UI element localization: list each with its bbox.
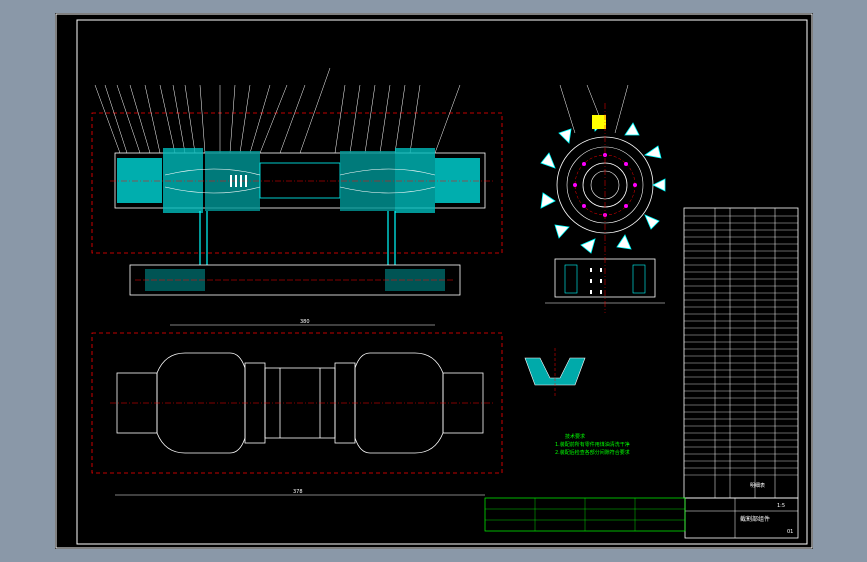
leader-lines [94, 67, 461, 154]
shaft-assembly [110, 148, 495, 213]
dimension-label-bottom: 378 [293, 489, 303, 495]
outer-frame [55, 13, 813, 549]
title-name: 截割部组件 [740, 515, 770, 523]
inner-frame [76, 19, 808, 545]
section-boundary [91, 112, 503, 254]
outside-view-bottom: 378 [91, 332, 503, 496]
title-scale: 1:5 [777, 503, 785, 509]
table-header: 明细表 [750, 482, 765, 489]
parts-list-table: 明细表 [683, 207, 799, 499]
title-block: 截割部组件 1:5 01 [684, 497, 799, 539]
notes-title: 技术要求 [565, 433, 585, 440]
bolt-holes [573, 153, 637, 217]
support-legs [199, 211, 396, 265]
cutter-head-view [540, 84, 666, 313]
technical-notes: 技术要求 1.装配前所有零件用煤油清洗干净 2.装配后检查各部分间隙符合要求 [555, 433, 630, 456]
dimension-label-top: 380 [300, 319, 310, 325]
cad-drawing-canvas: 380 378 [55, 13, 813, 549]
cutter-leaders [559, 84, 629, 134]
revision-block [484, 497, 686, 532]
cad-drawing: 380 378 [55, 13, 813, 549]
outside-boundary [91, 332, 503, 474]
notes-line-2: 2.装配后检查各部分间隙符合要求 [555, 449, 630, 456]
title-sheet: 01 [787, 529, 793, 535]
highlighted-pick [592, 115, 606, 129]
lower-frame [129, 264, 461, 296]
detail-view [524, 348, 586, 398]
notes-line-1: 1.装配前所有零件用煤油清洗干净 [555, 441, 630, 448]
section-view-top: 380 [91, 67, 503, 326]
